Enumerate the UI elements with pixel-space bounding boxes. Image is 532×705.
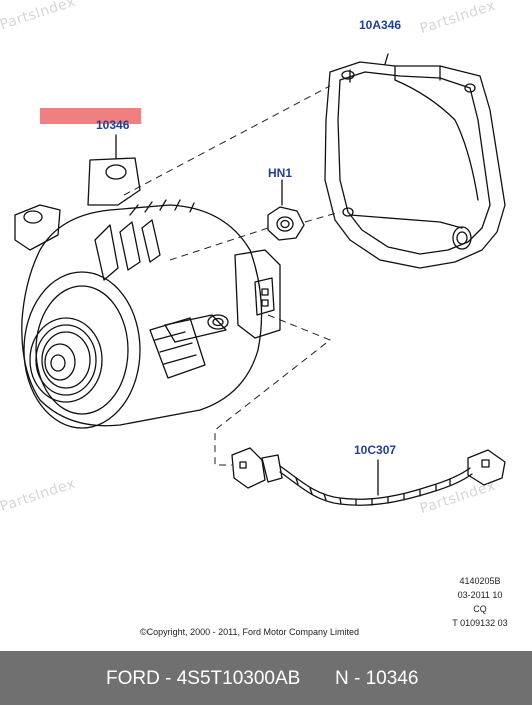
reference-line: 03-2011 10 — [457, 590, 503, 600]
callout-cover: 10A346 — [359, 18, 402, 32]
reference-line: 4140205B — [459, 576, 501, 586]
diagram-drawing — [14, 53, 506, 506]
part-info-footer: FORD - 4S5T10300AB N - 10346 — [0, 651, 532, 705]
callout-nut: HN1 — [268, 166, 293, 180]
reference-line: T 0109132 03 — [452, 618, 508, 628]
footer-brand-part-number: FORD - 4S5T10300AB — [106, 668, 301, 689]
callout-harness: 10C307 — [354, 443, 397, 457]
drawing-reference-block: 4140205B 03-2011 10 CQ T 0109132 03 — [440, 574, 520, 630]
part-highlight-marker — [40, 108, 141, 124]
wiring-harness-drawing — [231, 447, 506, 506]
alternator-shield-cover-drawing — [324, 53, 506, 269]
reference-line: CQ — [473, 604, 487, 614]
alternator-drawing — [14, 134, 281, 429]
hex-nut-drawing — [267, 179, 305, 241]
assembly-lines — [123, 85, 341, 466]
parts-diagram: PartsIndex PartsIndex PartsIndex PartsIn… — [0, 0, 520, 637]
copyright-notice: ©Copyright, 2000 - 2011, Ford Motor Comp… — [140, 627, 360, 637]
footer-reference-code: N - 10346 — [335, 668, 419, 689]
callout-alternator: 10346 — [96, 118, 130, 132]
